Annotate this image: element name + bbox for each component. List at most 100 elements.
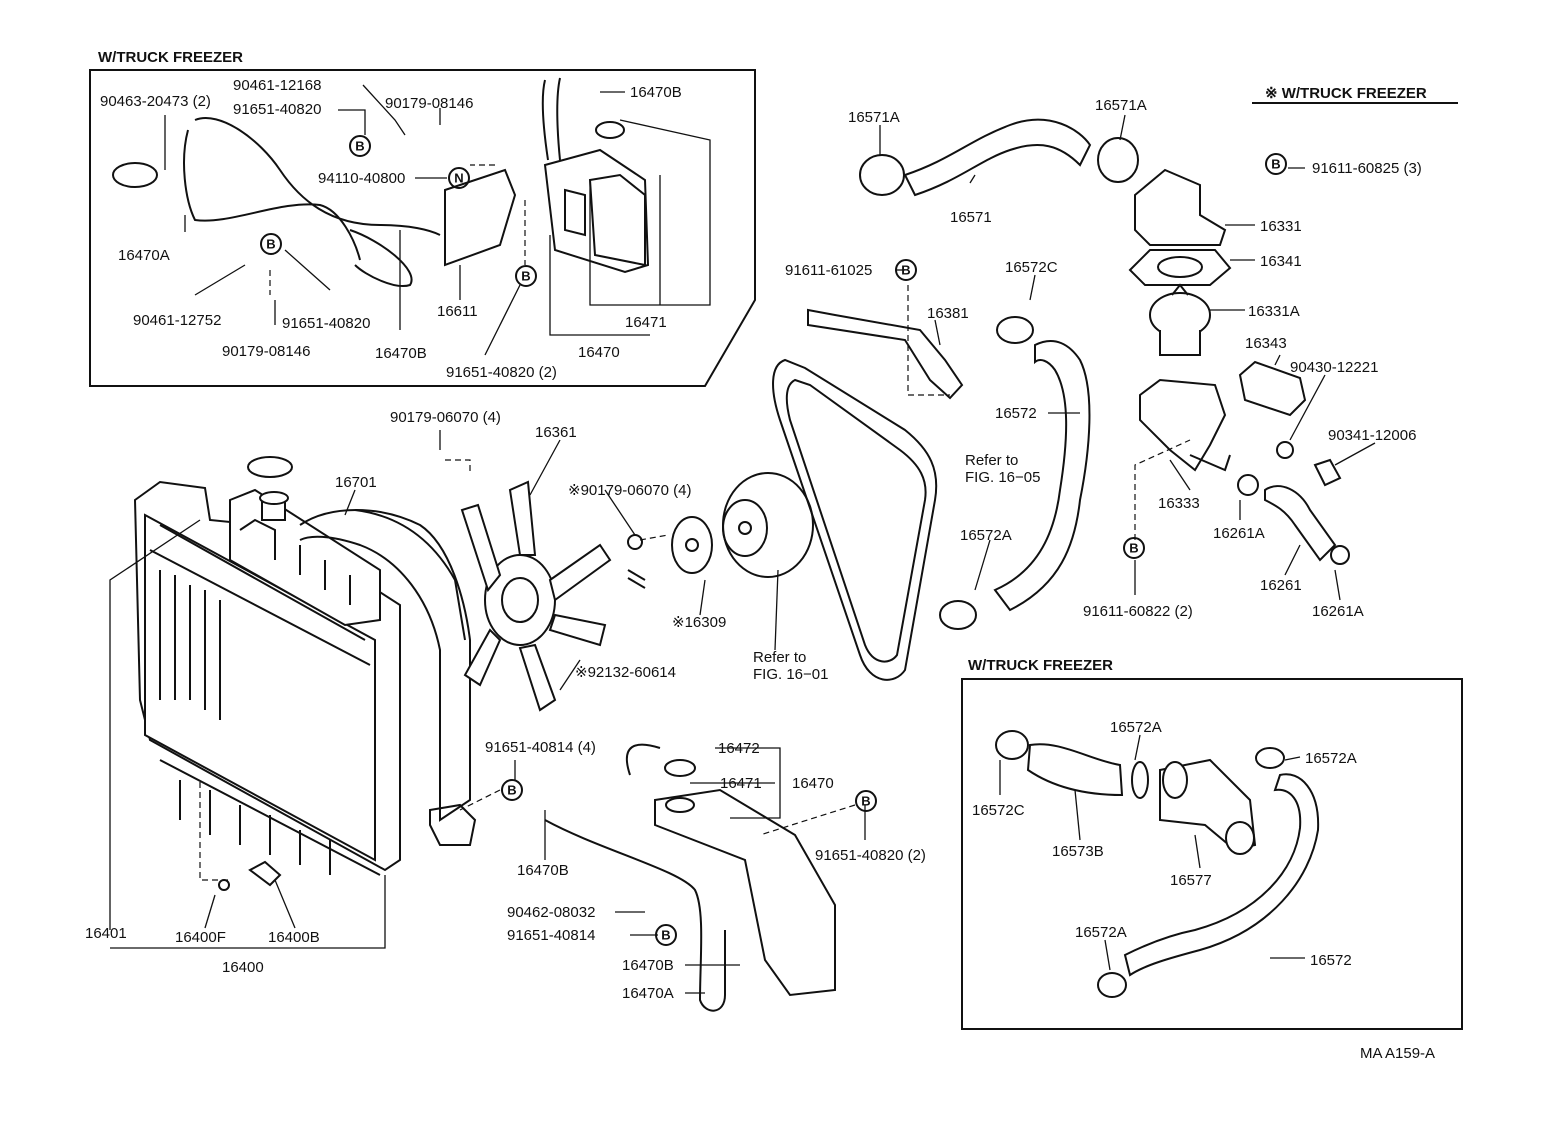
part-label: 91651-40820	[233, 101, 321, 118]
part-label: 16572C	[972, 802, 1025, 819]
part-label: 16331A	[1248, 303, 1300, 320]
part-label: 94110-40800	[318, 170, 405, 187]
part-label: 90461-12168	[233, 77, 321, 94]
hose-clamp-right	[1097, 137, 1139, 183]
part-label: 90179-06070 (4)	[390, 409, 501, 426]
fan-illustration	[460, 480, 612, 712]
ref-fig-16-01-line2: FIG. 16−01	[753, 666, 828, 683]
part-label: ※90179-06070 (4)	[568, 482, 692, 499]
part-label: 16381	[927, 305, 969, 322]
part-label: 16470	[792, 775, 834, 792]
svg-text:B: B	[661, 928, 670, 943]
hose-16470a	[194, 117, 441, 236]
gasket-16343	[1238, 360, 1307, 417]
svg-text:B: B	[861, 794, 870, 809]
hose-16470a-bottom	[544, 819, 726, 1012]
svg-text:B: B	[355, 139, 364, 154]
part-label: 16573B	[1052, 843, 1104, 860]
svg-text:B: B	[901, 263, 910, 278]
part-label: 16400F	[175, 929, 226, 946]
fluid-coupling-illustration	[627, 516, 713, 589]
hose-clamp-left	[859, 154, 905, 196]
svg-text:B: B	[507, 783, 516, 798]
ref-fig-16-01-line1: Refer to	[753, 649, 806, 666]
v-belt-illustration	[772, 358, 938, 681]
part-labels: 90463-20473 (2) 90461-12168 91651-40820 …	[85, 77, 1422, 1002]
part-label: 16571A	[848, 109, 900, 126]
part-label: 16611	[437, 303, 478, 320]
svg-text:B: B	[1129, 541, 1138, 556]
part-label: 91611-60822 (2)	[1083, 603, 1193, 620]
part-label: 16333	[1158, 495, 1200, 512]
water-inlet-illustration	[1139, 378, 1227, 472]
part-label: 16572A	[1110, 719, 1162, 736]
truck-freezer-box-bottom	[961, 678, 1463, 1030]
ref-fig-16-05-line2: FIG. 16−05	[965, 469, 1040, 486]
reservoir-tank-bottom-illustration	[625, 743, 836, 997]
part-label: 91651-40820	[282, 315, 370, 332]
svg-text:B: B	[266, 237, 275, 252]
circle-marker-b-3: B	[515, 265, 537, 287]
hose-16573b	[1026, 743, 1124, 797]
part-label: ※92132-60614	[575, 664, 676, 681]
circle-marker-n: N	[448, 167, 470, 189]
part-label: 16471	[625, 314, 667, 331]
part-label: 16471	[720, 775, 762, 792]
part-label: 16470	[578, 344, 620, 361]
part-label: 16341	[1260, 253, 1302, 270]
part-label: 16400	[222, 959, 264, 976]
circle-marker-b-8: B	[855, 790, 877, 812]
bracket-illustration	[807, 308, 964, 400]
dashed-guides	[199, 164, 1191, 881]
part-label: 90179-08146	[385, 95, 473, 112]
upper-hose-illustration	[903, 118, 1092, 197]
part-label: 16572A	[1305, 750, 1357, 767]
circle-marker-b-1: B	[349, 135, 371, 157]
part-label: 16571	[950, 209, 992, 226]
circle-marker-b-2: B	[260, 233, 282, 255]
drain-cock-illustration	[248, 860, 282, 887]
circle-marker-b-7: B	[501, 779, 523, 801]
part-label: 16470A	[118, 247, 170, 264]
part-label: 16261A	[1213, 525, 1265, 542]
circle-marker-b-4: B	[1265, 153, 1287, 175]
part-label: 16470A	[622, 985, 674, 1002]
svg-text:B: B	[521, 269, 530, 284]
part-label: 16470B	[517, 862, 569, 879]
figure-code: MA A159-A	[1360, 1045, 1435, 1062]
part-label: 16572	[995, 405, 1037, 422]
part-label: 16701	[335, 474, 377, 491]
svg-text:N: N	[454, 171, 463, 186]
part-label: 91651-40820 (2)	[446, 364, 557, 381]
part-label: 16400B	[268, 929, 320, 946]
part-label: 16361	[535, 424, 577, 441]
ref-fig-16-05-line1: Refer to	[965, 452, 1018, 469]
part-label: 16572	[1310, 952, 1352, 969]
fan-shroud-illustration	[299, 509, 477, 846]
gasket-illustration	[1128, 249, 1232, 286]
reservoir-tank-top-illustration	[541, 77, 650, 274]
truck-freezer-box-top	[89, 69, 756, 387]
truck-freezer-note: ※ W/TRUCK FREEZER	[1265, 85, 1427, 102]
part-label: 16343	[1245, 335, 1287, 352]
truck-freezer-header-top: W/TRUCK FREEZER	[98, 49, 243, 66]
part-label: 90462-08032	[507, 904, 595, 921]
part-label: 16470B	[375, 345, 427, 362]
part-label: 16470B	[630, 84, 682, 101]
part-label: 91611-61025	[785, 262, 872, 279]
part-label: 16261	[1260, 577, 1302, 594]
part-label: 90461-12752	[133, 312, 221, 329]
part-label: 90463-20473 (2)	[100, 93, 211, 110]
part-label: 16572C	[1005, 259, 1058, 276]
part-label: 91651-40814	[507, 927, 595, 944]
part-label: 90430-12221	[1290, 359, 1378, 376]
water-pump-pulley-illustration	[722, 472, 814, 578]
hose-16572-freezer	[1123, 773, 1320, 977]
part-label: 16401	[85, 925, 127, 942]
part-label: 16261A	[1312, 603, 1364, 620]
part-label: 16331	[1260, 218, 1302, 235]
thermostat-illustration	[1149, 283, 1211, 356]
truck-freezer-header-bottom: W/TRUCK FREEZER	[968, 657, 1113, 674]
